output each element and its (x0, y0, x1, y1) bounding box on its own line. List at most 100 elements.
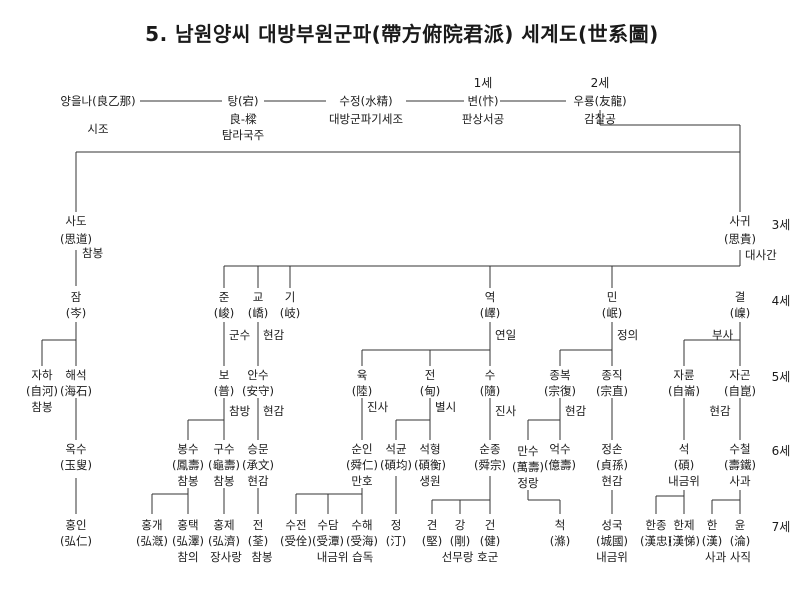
person-hanja: (玉叟) (60, 458, 92, 472)
generation-7-label: 7세 (771, 520, 791, 534)
person-sujeong: 수정(水精) (339, 94, 393, 108)
person-jongbok: 종복 (549, 368, 571, 382)
person-jaha: 자하 (31, 368, 53, 382)
person-hanjong: 한종 (645, 518, 667, 532)
person-hanja: (岑) (65, 306, 87, 320)
person-note: 참봉 (177, 474, 199, 488)
person-seongguk: 성국 (601, 518, 623, 532)
person-gi: 기 (284, 290, 296, 304)
person-cheok: 척 (554, 518, 566, 532)
person-hanja: (碩) (673, 458, 695, 472)
person-hanja: (承文) (242, 458, 274, 472)
person-note: 참봉 (31, 400, 53, 414)
person-note: 현감 (247, 474, 269, 488)
person-geon: 건 (484, 518, 496, 532)
person-note: 良-樑 (229, 112, 257, 126)
person-hanja: (淪) (729, 534, 751, 548)
person-hongtaek: 홍택 (177, 518, 199, 532)
person-hanja: (弘仁) (60, 534, 92, 548)
person-han: 한 (706, 518, 718, 532)
person-jun: 준 (218, 290, 230, 304)
person-hanja: (思道) (60, 232, 92, 246)
person-hanja: (自崑) (724, 384, 756, 398)
generation-2-label: 2세 (590, 76, 610, 90)
person-hanja: (龜壽) (208, 458, 240, 472)
person-suhae: 수해 (351, 518, 373, 532)
generation-1-label: 1세 (473, 76, 493, 90)
person-hanja: (漢) (701, 534, 723, 548)
person-jeon7: 전 (252, 518, 264, 532)
person-hanja: (城國) (596, 534, 628, 548)
person-honggae: 홍개 (141, 518, 163, 532)
person-hanja: (自崙) (668, 384, 700, 398)
person-jaryun: 자륜 (673, 368, 695, 382)
person-hanja: (自河) (26, 384, 58, 398)
person-hanja: (岷) (601, 306, 623, 320)
person-sudam: 수담 (317, 518, 339, 532)
person-hongje: 홍제 (213, 518, 235, 532)
branch-note: 현감 (709, 404, 731, 418)
person-yuk: 육 (356, 368, 368, 382)
person-note: 탐라국주 (221, 128, 265, 142)
person-hanja: (漢悌) (668, 534, 700, 548)
person-min: 민 (606, 290, 618, 304)
person-hanja: (宗直) (596, 384, 628, 398)
person-note: 선무랑 호군 (441, 550, 499, 564)
person-note: 장사랑 (210, 550, 242, 564)
person-hanje: 한제 (673, 518, 695, 532)
person-hanja: (隨) (479, 384, 501, 398)
generation-5-label: 5세 (771, 370, 791, 384)
person-note: 정랑 (517, 476, 539, 490)
person-hanja: (甸) (419, 384, 441, 398)
person-jagon: 자곤 (729, 368, 751, 382)
person-note: 내금위 (668, 474, 700, 488)
branch-note: 정의 (617, 328, 639, 342)
person-hanja: (健) (479, 534, 501, 548)
person-hanja: (思貴) (724, 232, 756, 246)
person-tang: 탕(宕) (227, 94, 259, 108)
person-hanja: (弘澤) (172, 534, 204, 548)
person-ansu: 안수 (247, 368, 269, 382)
branch-note: 진사 (495, 404, 517, 418)
person-yeok: 역 (484, 290, 496, 304)
person-hanja: (碩衡) (414, 458, 446, 472)
person-note: 대방군파기세조 (328, 112, 404, 126)
person-jeongson: 정손 (601, 442, 623, 456)
person-hanja: (岐) (279, 306, 301, 320)
person-hanja: (億壽) (544, 458, 576, 472)
person-sujeon: 수전 (285, 518, 307, 532)
person-hanja: (碩均) (380, 458, 412, 472)
person-seokgyun: 석균 (385, 442, 407, 456)
person-hanja: (荃) (247, 534, 269, 548)
person-hanja: (宗復) (544, 384, 576, 398)
person-hanja: (汀) (385, 534, 407, 548)
branch-note: 부사 (712, 328, 734, 342)
person-bo: 보 (218, 368, 230, 382)
person-hanja: (弘漑) (136, 534, 168, 548)
person-note: 감찰공 (584, 112, 616, 126)
person-su: 수 (484, 368, 496, 382)
person-jam: 잠 (70, 290, 82, 304)
person-note: 판상서공 (461, 112, 505, 126)
person-jeong: 정 (390, 518, 402, 532)
person-eoksu: 억수 (549, 442, 571, 456)
person-note: 만호 (351, 474, 373, 488)
person-gusu: 구수 (213, 442, 235, 456)
person-hanja: (受海) (346, 534, 378, 548)
person-note: 참봉 (251, 550, 273, 564)
person-note: 사과 (729, 474, 751, 488)
person-hanja: (普) (213, 384, 235, 398)
person-hongin: 홍인 (65, 518, 87, 532)
person-hanja: (受佺) (280, 534, 312, 548)
person-hanja: (漢忠) (640, 534, 672, 548)
branch-note: 현감 (565, 404, 587, 418)
person-hanja: (海石) (60, 384, 92, 398)
person-hanja: (滌) (549, 534, 571, 548)
person-note: 참봉 (82, 246, 104, 260)
person-gyo: 교 (252, 290, 264, 304)
person-hanja: (舜仁) (346, 458, 378, 472)
person-seok: 석 (678, 442, 690, 456)
person-oksu: 옥수 (65, 442, 87, 456)
person-yangeulna: 양을나(良乙那) (60, 94, 136, 108)
